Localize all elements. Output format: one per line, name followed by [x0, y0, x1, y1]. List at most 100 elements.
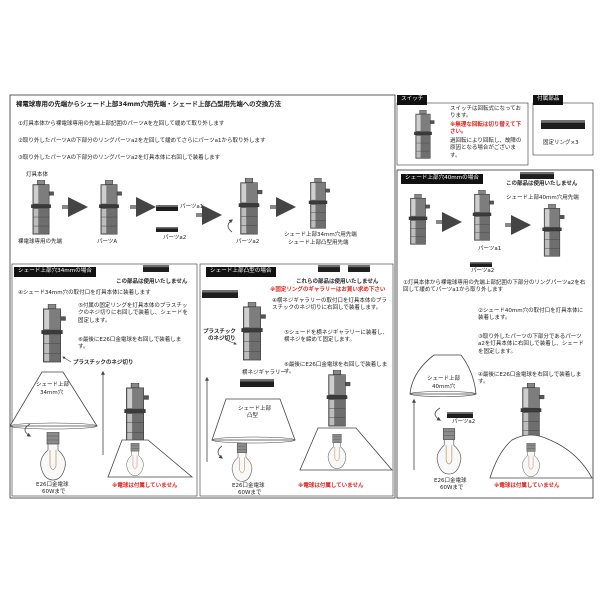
- part-a1-ring: [156, 205, 178, 211]
- section-40mm-shade-label-1: シェード上部: [427, 376, 461, 382]
- accessory-item: 固定リング×3: [543, 140, 579, 146]
- thread-pointer-34mm: [62, 356, 72, 363]
- section-convex-shade-label-1: シェード上部: [238, 406, 272, 412]
- side-screw-gallery: [240, 379, 274, 387]
- assembled-socket-convex: [326, 370, 351, 427]
- socket-40mm-part-a1: [472, 190, 495, 241]
- new-tip-34-label: シェード上部34mm穴用先端: [284, 232, 357, 238]
- section-convex-bulb-label-2: 60Wまで: [238, 490, 262, 496]
- section-40mm-part-a2: パーツa2: [471, 268, 495, 274]
- shade-40mm-rim: [409, 391, 477, 397]
- switch-label: スイッチ: [397, 95, 428, 105]
- section-40mm-bulb-label-1: E26口金電球: [434, 478, 467, 484]
- new-tip-socket: [308, 178, 331, 229]
- part-a-socket: [98, 180, 123, 235]
- part-a2-ring: [156, 227, 178, 232]
- assembled-socket-34mm: [123, 383, 150, 442]
- section-convex-unused: これらの部品は使用いたしません: [296, 279, 379, 285]
- switch-text: スイッチは回転式になっております。: [450, 106, 522, 120]
- section-40mm-tip-label: シェード上部40mm穴用先端: [506, 195, 579, 201]
- section-convex-gallery-label: 横ネジギャラリー: [242, 370, 287, 376]
- step-1: ①灯具本体から裸電球専用の先端上部記囲のパーツAを左回して緩めて取り外します: [18, 121, 225, 127]
- lamp-body-label: 灯具本体: [26, 172, 49, 178]
- unused-ring-convex-2: [348, 265, 370, 272]
- section-convex-label: シェード上部凸型の場合: [206, 267, 276, 277]
- section-40mm-part-a1: パーツa1: [478, 246, 502, 252]
- switch-box-frame: [396, 102, 529, 166]
- section-convex-step4: ④横ネジギャラリーの取付口を灯具本体のプラスチックのネジ切りに右回しで装着します…: [272, 298, 387, 312]
- assembled-shade-40mm: [489, 434, 593, 479]
- section-40mm-frame: [396, 169, 594, 499]
- part-a2-mounted-label: パーツa2: [236, 239, 260, 245]
- section-convex-thread-label-2: のネジ切り: [208, 336, 236, 342]
- main-frame: [9, 94, 396, 499]
- page-title: 裸電球専用の先端からシェード上部34mm穴用先端・シェード上部凸型用先端への交換…: [16, 100, 282, 108]
- bare-tip-label: 裸電球専用の先端: [18, 239, 63, 245]
- rotate-arrow-top: [227, 219, 233, 233]
- socket-34mm: [40, 304, 67, 363]
- gallery-flange-top: [202, 290, 238, 298]
- section-convex-thread-label-1: プラスチック: [203, 329, 236, 335]
- lamp-body-socket: [30, 180, 55, 235]
- section-40mm-step2: ②シェード40mm穴の取付口を灯具本体に装着します。: [478, 308, 584, 322]
- socket-40mm-tip: [541, 204, 565, 257]
- section-34mm-bulb-label-2: 60Wまで: [42, 489, 66, 495]
- unused-ring-convex-1: [318, 265, 340, 272]
- assembled-shade-34mm: [107, 439, 194, 478]
- section-40mm-label: シェード上部穴40mmの場合: [401, 174, 483, 184]
- section-convex-gallery-note: ※固定リングのギャラリーはお買い求め下さい: [270, 287, 386, 293]
- section-34mm-unused: この部品は使用いたしません: [116, 279, 188, 285]
- part-a2-ring-label: パーツa2: [163, 235, 187, 241]
- step-3: ③取り外したパーツAの下部分のリングパーツa2を灯具本体に右回しで装着します: [18, 155, 221, 161]
- section-convex-step5: ⑤シェードを横ネジギャラリーに装着し、横ネジを締めて固定します。: [284, 330, 388, 344]
- section-40mm-note: ※電球は付属していません: [494, 483, 560, 489]
- switch-warning: ※無理な回転は切り替えて下さい。: [450, 122, 522, 136]
- section-convex-bulb-label-1: E26口金電球: [232, 483, 265, 489]
- ring-40mm-mount: [447, 412, 473, 418]
- shade-34mm: [9, 371, 98, 427]
- switch-note: 過回転により回転し、故障の原因となる場合がございます。: [450, 138, 522, 159]
- assembled-socket-40mm: [520, 383, 545, 440]
- section-40mm-shade-label-2: 40mm穴: [432, 384, 456, 390]
- new-tip-convex-label: シェード上部凸型用先端: [288, 240, 349, 246]
- section-34mm-shade-label-2: 34mm穴: [40, 390, 64, 396]
- section-convex-shade-label-2: 凸型: [247, 413, 259, 419]
- section-34mm-thread-label: プラスチックのネジ切り: [73, 360, 134, 366]
- section-40mm-ring-label: パーツa2: [452, 419, 476, 425]
- step-2: ②取り外したパーツAの下部分のリングパーツa2を左回して緩めてさらにパーツa1か…: [18, 138, 266, 144]
- thread-pointer-convex: [225, 339, 237, 345]
- section-40mm-step4: ④最後にE26口金電球を右回しで装着します。: [478, 372, 582, 386]
- part-a1-label: パーツa1: [180, 204, 204, 210]
- bulb-40mm: [436, 428, 462, 475]
- rotate-arrow-convex: [217, 445, 223, 459]
- section-convex-frame: [199, 263, 394, 497]
- section-40mm-bulb-label-2: 60Wまで: [440, 485, 464, 491]
- ring-40mm-part-a2: [470, 262, 492, 267]
- unused-ring-34mm: [143, 265, 169, 272]
- rotate-arrow-40mm: [434, 407, 442, 421]
- section-34mm-step6: ⑥最後にE26口金電球を右回しで装着します。: [78, 337, 182, 351]
- socket-with-part-a2: [238, 178, 263, 235]
- shade-convex-rim: [211, 436, 296, 444]
- section-34mm-step5: ⑤付属の固定リングを灯具本体のプラスチックのネジ切りに右回しで装着し、シェードを…: [78, 303, 188, 324]
- section-convex-step6: ⑥最後にE26口金電球を右回しで装着します。: [284, 362, 388, 376]
- section-40mm-step3: ③取り外したパーツの下部分であるパーツa2を灯具本体に右回しで装着し、シェードを…: [478, 334, 584, 355]
- accessories-label: 付属部品: [533, 95, 564, 105]
- socket-convex: [240, 302, 267, 361]
- section-34mm-note: ※電球は付属していません: [112, 483, 178, 489]
- section-40mm-step1: ①灯具本体から裸電球専用の先端上部記囲の下部分のリングパーツa2を右回して緩めて…: [403, 280, 586, 294]
- rotate-arrow-34mm: [24, 423, 32, 437]
- section-34mm-frame: [11, 263, 198, 497]
- shade-34mm-rim: [9, 422, 98, 430]
- section-convex-note: ※電球は付属していません: [298, 483, 364, 489]
- bulb-convex: [231, 443, 253, 482]
- bulb-34mm: [40, 432, 66, 481]
- switch-socket-illustration: [413, 110, 435, 160]
- socket-40mm-original: [408, 194, 431, 245]
- section-34mm-bulb-label-1: E26口金電球: [36, 482, 69, 488]
- section-40mm-unused: この部品は使用いたしません: [506, 181, 578, 187]
- assembled-shade-convex: [299, 427, 393, 471]
- part-a-label: パーツA: [97, 239, 118, 245]
- section-34mm-shade-label-1: シェード上部: [36, 382, 70, 388]
